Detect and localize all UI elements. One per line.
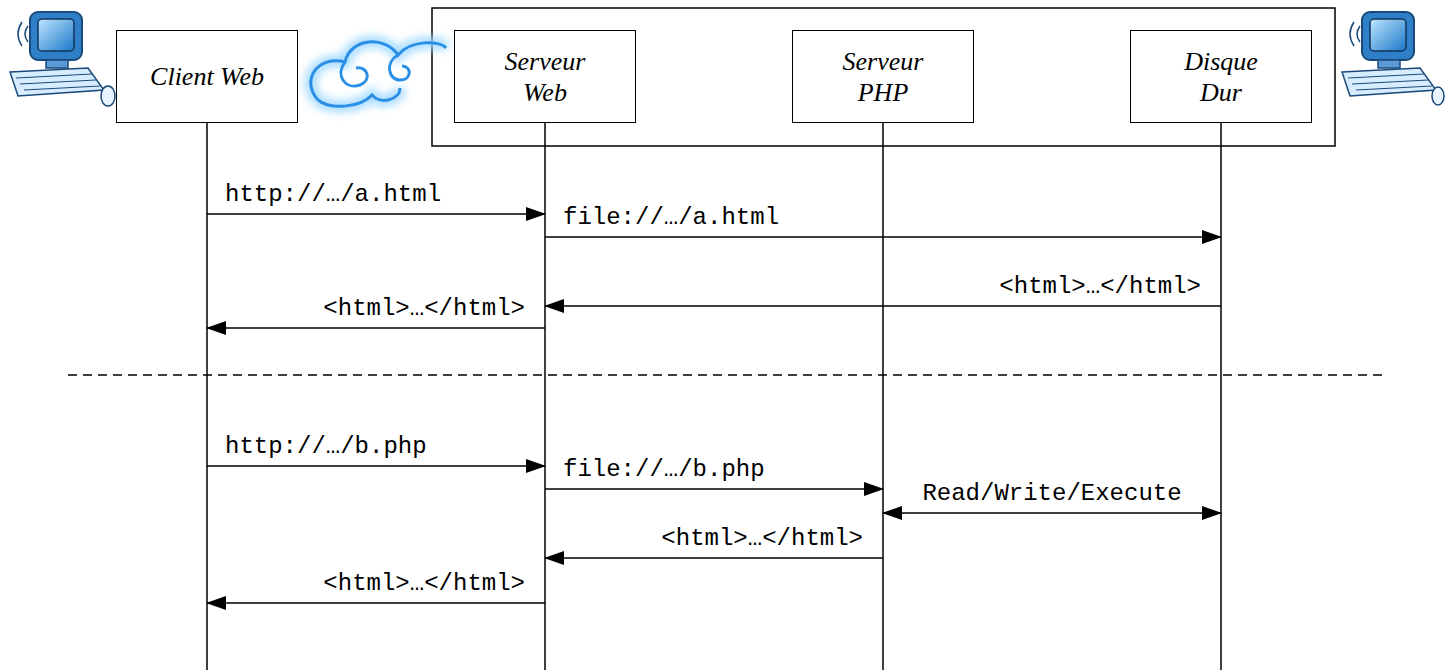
message-arrow: [883, 512, 1221, 514]
message-label: <html>…</html>: [321, 295, 527, 323]
computer-icon: [10, 12, 115, 106]
separator-line: [68, 374, 1382, 376]
message-arrow: [545, 305, 1221, 307]
lifeline-box: Disque Dur: [1130, 30, 1312, 123]
message-label: http://…/a.html: [223, 181, 443, 209]
message-label: http://…/b.php: [223, 433, 429, 461]
message-label: <html>…</html>: [321, 570, 527, 598]
message-arrow: [207, 465, 545, 467]
message-label: <html>…</html>: [659, 525, 865, 553]
message-arrow: [545, 236, 1221, 238]
box-title: Disque Dur: [1161, 46, 1281, 108]
message-label: file://…/b.php: [561, 456, 767, 484]
computer-icon: [1342, 12, 1444, 105]
lifeline-box: Serveur Web: [454, 30, 636, 123]
message-label: Read/Write/Execute: [920, 480, 1183, 508]
message-arrow: [207, 213, 545, 215]
message-label: <html>…</html>: [997, 273, 1203, 301]
box-title: Serveur PHP: [823, 46, 943, 108]
message-arrow: [545, 557, 883, 559]
message-arrow: [545, 488, 883, 490]
lifeline-box: Client Web: [116, 30, 298, 123]
box-title: Client Web: [147, 61, 267, 92]
lifeline-box: Serveur PHP: [792, 30, 974, 123]
lifelines: [207, 123, 1221, 670]
box-title: Serveur Web: [485, 46, 605, 108]
message-arrow: [207, 327, 545, 329]
message-label: file://…/a.html: [561, 204, 781, 232]
network-cloud: [311, 42, 446, 107]
message-arrow: [207, 602, 545, 604]
